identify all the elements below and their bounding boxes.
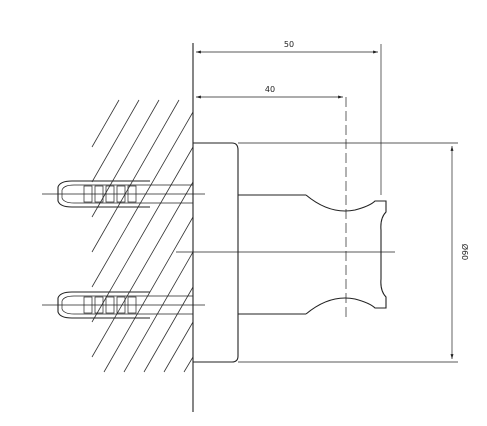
holder-body [238,194,387,315]
dimension-diameter: Ø60 [238,142,470,363]
wall-hatching [91,99,194,373]
dimension-40-label: 40 [265,85,275,94]
dimension-40: 40 [196,85,343,99]
dimension-diameter-label: Ø60 [460,244,470,260]
wall-plate [193,142,239,363]
lower-wall-plug [42,291,205,319]
dimension-50: 50 [196,40,382,195]
dimension-50-label: 50 [284,40,294,49]
upper-wall-plug [42,180,205,208]
